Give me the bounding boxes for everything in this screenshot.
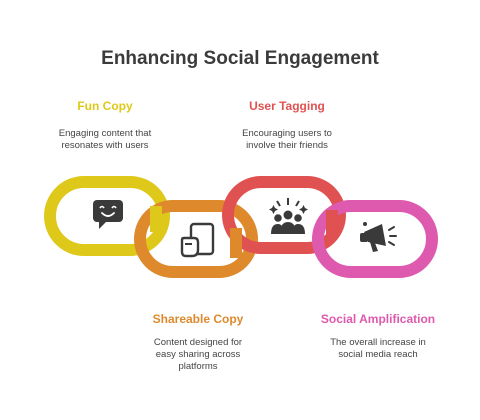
user-tagging-description: Encouraging users to involve their frien…	[217, 128, 357, 152]
megaphone-icon	[360, 222, 397, 252]
page-title: Enhancing Social Engagement	[101, 48, 379, 69]
social-amplification-description: The overall increase in social media rea…	[308, 337, 448, 361]
share-hand-device-icon	[180, 222, 215, 258]
group-sparkle-icon	[269, 198, 308, 234]
user-tagging-description-line: Encouraging users to	[242, 128, 332, 139]
user-tagging-link	[222, 176, 346, 254]
smiling-speech-bubble-icon	[93, 200, 123, 229]
social-amplification-description-line: The overall increase in	[330, 337, 426, 348]
fun-copy-description-line: Engaging content that	[58, 128, 152, 139]
shareable-copy-link	[134, 200, 258, 278]
social-amplification-link	[312, 200, 438, 278]
social-amplification-description-line: social media reach	[338, 349, 418, 360]
user-tagging-description-line: involve their friends	[246, 140, 328, 151]
shareable-copy-label: Shareable Copy	[152, 312, 244, 326]
fun-copy-label: Fun Copy	[77, 99, 133, 113]
shareable-copy-description-line: Content designed for	[153, 337, 243, 348]
shareable-copy-description-line: easy sharing across	[155, 349, 241, 360]
shareable-copy-description: Content designed for easy sharing across…	[128, 337, 268, 373]
fun-copy-description-line: resonates with users	[61, 140, 149, 151]
shareable-copy-description-line: platforms	[178, 361, 218, 372]
fun-copy-description: Engaging content that resonates with use…	[35, 128, 175, 152]
social-amplification-label: Social Amplification	[320, 312, 436, 326]
user-tagging-label: User Tagging	[249, 99, 325, 113]
fun-copy-link	[44, 176, 170, 256]
